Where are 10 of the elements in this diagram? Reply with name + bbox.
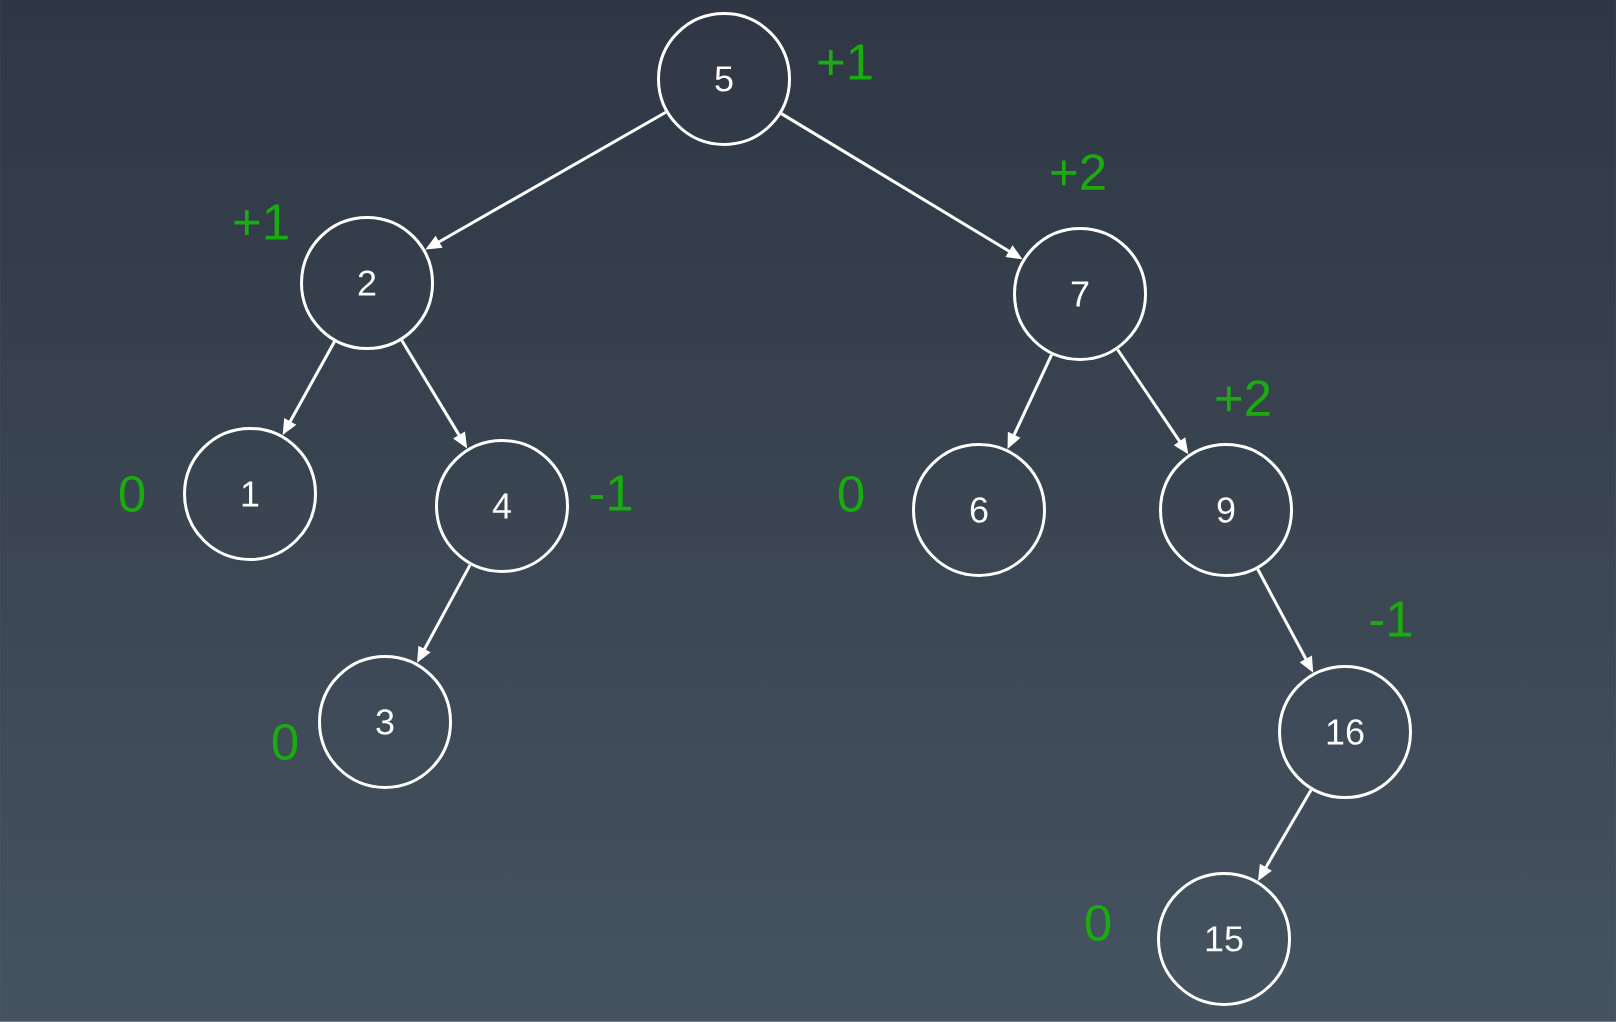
balance-factor: 0	[119, 475, 145, 513]
balance-factor: +1	[234, 204, 288, 240]
balance-factor: +2	[1051, 154, 1105, 190]
balance-factor: 0	[1085, 904, 1111, 942]
balance-factor: 0	[272, 723, 298, 761]
balance-factor: -1	[590, 475, 632, 511]
balance-factor: 0	[838, 475, 864, 513]
balance-factor: +1	[818, 44, 872, 80]
balance-factor: +2	[1216, 380, 1270, 416]
balance-factor: -1	[1370, 601, 1412, 637]
